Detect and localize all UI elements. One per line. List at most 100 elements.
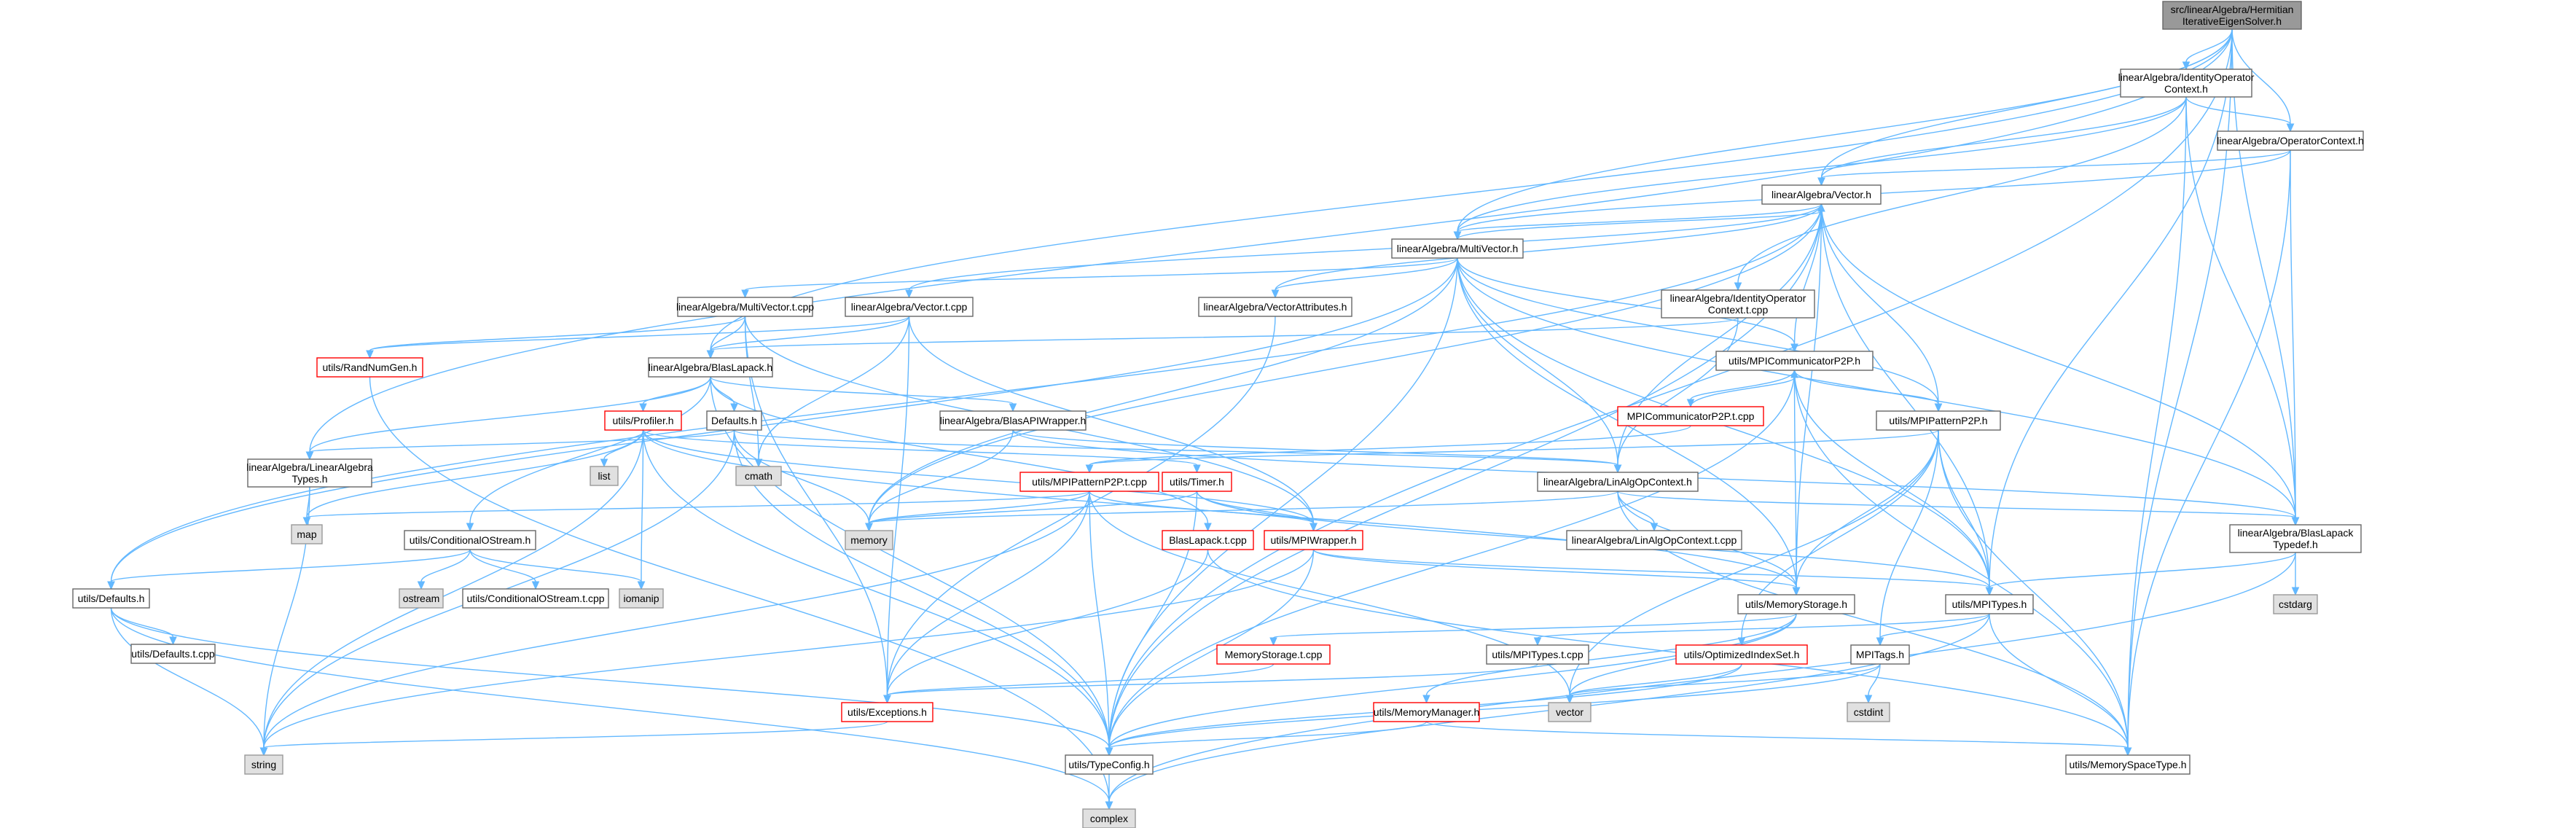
node-multivec[interactable]: linearAlgebra/MultiVector.h [1391,238,1524,259]
edge-root-to-latypes [305,28,2233,461]
edge-multivec-to-vector [1457,203,1825,240]
node-memory: memory [845,530,893,550]
node-multivec-t[interactable]: linearAlgebra/MultiVector.t.cpp [676,297,814,317]
node-blaslapack[interactable]: linearAlgebra/BlasLapack.h [648,357,773,378]
node-cstdarg: cstdarg [2273,594,2318,614]
node-label: utils/MPIPatternP2P.t.cpp [1032,476,1147,488]
node-defaults-t[interactable]: utils/Defaults.t.cpp [130,644,216,664]
node-randnum[interactable]: utils/RandNumGen.h [316,357,423,378]
node-label: linearAlgebra/BlasLapack [2238,527,2354,539]
node-memstorage-t[interactable]: MemoryStorage.t.cpp [1216,644,1331,665]
node-root[interactable]: src/linearAlgebra/HermitianIterativeEige… [2162,1,2302,30]
edge-mpitags-to-typeconfig [1105,663,1881,757]
node-typeconfig[interactable]: utils/TypeConfig.h [1065,754,1154,775]
node-label: MPICommunicatorP2P.t.cpp [1627,410,1755,422]
node-blasapi[interactable]: linearAlgebra/BlasAPIWrapper.h [939,410,1087,431]
dependency-edges [107,28,2300,811]
node-mpipattern-t[interactable]: utils/MPIPatternP2P.t.cpp [1019,472,1159,492]
node-label: linearAlgebra/LinAlgOpContext.h [1543,476,1692,488]
edge-linalgop-to-memory [865,491,1618,532]
node-defaults-h[interactable]: Defaults.h [706,410,762,431]
node-label: MemoryStorage.t.cpp [1225,649,1323,660]
node-label: utils/Defaults.t.cpp [131,648,215,660]
node-label: IterativeEigenSolver.h [2182,15,2282,27]
edge-vector-to-multivec [1453,203,1823,241]
edge-condostream-to-condostream_t [469,549,540,590]
node-condostream[interactable]: utils/ConditionalOStream.h [404,530,536,550]
node-vector-t[interactable]: linearAlgebra/Vector.t.cpp [845,297,974,317]
node-label: cstdint [1854,706,1884,718]
node-label: linearAlgebra/IdentityOperator [1670,292,1806,304]
node-mpitypes[interactable]: utils/MPITypes.h [1945,594,2034,614]
node-label: utils/Timer.h [1170,476,1224,488]
node-label: linearAlgebra/BlasAPIWrapper.h [940,415,1087,426]
node-label: utils/MPITypes.h [1952,598,2027,610]
node-utilsdefaults[interactable]: utils/Defaults.h [72,588,150,609]
node-mpicommp2p-t[interactable]: MPICommunicatorP2P.t.cpp [1617,406,1764,426]
edge-condostream-to-utilsdefaults [107,549,471,590]
node-list: list [590,466,619,486]
node-linalgop-t[interactable]: linearAlgebra/LinAlgOpContext.t.cpp [1566,530,1742,550]
node-condostream-t[interactable]: utils/ConditionalOStream.t.cpp [462,588,609,609]
node-mpitypes-t[interactable]: utils/MPITypes.t.cpp [1486,644,1589,665]
node-blaslapack-t[interactable]: BlasLapack.t.cpp [1162,530,1254,550]
edge-blaslapack-to-blasapi [710,376,1017,413]
node-linalgop[interactable]: linearAlgebra/LinAlgOpContext.h [1537,472,1699,492]
node-mpicommp2p[interactable]: utils/MPICommunicatorP2P.h [1715,351,1874,371]
edge-root-to-multivec [1453,28,2233,241]
node-label: src/linearAlgebra/Hermitian [2171,4,2294,15]
edge-mpipattern-to-mpipattern_t [1085,429,1939,474]
node-label: linearAlgebra/OperatorContext.h [2217,135,2364,147]
edge-idopctx_t-to-blaslapack [706,317,1739,359]
node-label: iomanip [623,593,659,604]
node-optindex[interactable]: utils/OptimizedIndexSet.h [1675,644,1808,665]
edge-utilsdefaults-to-complex [110,607,1113,811]
node-label: MPITags.h [1856,649,1904,660]
edge-opctx-to-memspacetype [2123,149,2291,757]
edge-vector-to-vector_t [905,203,1823,299]
edge-vector_t-to-exceptions [883,316,910,704]
node-vector[interactable]: linearAlgebra/Vector.h [1761,184,1882,205]
node-vecattr[interactable]: linearAlgebra/VectorAttributes.h [1198,297,1352,317]
edge-utilsdefaults-to-string [110,607,268,757]
edge-root-to-blastypedef [2231,28,2300,526]
node-memmanager[interactable]: utils/MemoryManager.h [1373,702,1480,722]
node-label: vector [1556,706,1583,718]
edge-multivec_t-to-randnum [366,316,746,359]
node-memspacetype[interactable]: utils/MemorySpaceType.h [2065,754,2191,775]
edge-condostream-to-ostream [417,549,471,590]
node-mpitags[interactable]: MPITags.h [1850,644,1910,665]
node-label: linearAlgebra/BlasLapack.h [649,362,772,373]
node-mpiwrapper[interactable]: utils/MPIWrapper.h [1264,530,1363,550]
edge-blaslapack-to-profiler [639,376,711,413]
edge-opctx-to-vector [1817,149,2291,187]
node-exceptions[interactable]: utils/Exceptions.h [841,702,933,722]
edge-mpitags-to-cstdint [1864,663,1881,704]
edge-condostream-to-iomanip [469,549,646,590]
node-label: BlasLapack.t.cpp [1169,534,1247,546]
node-idopctx-t[interactable]: linearAlgebra/IdentityOperatorContext.t.… [1661,289,1815,319]
node-mpipattern[interactable]: utils/MPIPatternP2P.h [1876,410,2001,431]
node-opctx[interactable]: linearAlgebra/OperatorContext.h [2217,130,2364,151]
node-label: Types.h [291,473,327,485]
edge-memmanager-to-typeconfig [1105,721,1428,757]
node-map: map [291,524,323,544]
edge-linalgop-to-blastypedef [1617,491,2300,526]
node-label: utils/MemoryManager.h [1374,706,1480,718]
node-ostream: ostream [399,588,444,609]
node-profiler[interactable]: utils/Profiler.h [604,410,682,431]
node-timer[interactable]: utils/Timer.h [1162,472,1232,492]
node-memstorage[interactable]: utils/MemoryStorage.h [1737,594,1855,614]
edge-idopctx_t-to-linalgop [1613,317,1739,474]
node-label: utils/ConditionalOStream.h [410,534,531,546]
edge-multivec-to-vecattr [1271,257,1458,299]
edge-mpipattern_t-to-string [259,491,1090,757]
edge-mpitypes_t-to-exceptions [883,663,1538,704]
node-label: utils/MemorySpaceType.h [2069,759,2186,770]
edge-mpitypes-to-mpitags [1876,613,1990,647]
edge-idopctx-to-opctx [2185,96,2295,133]
